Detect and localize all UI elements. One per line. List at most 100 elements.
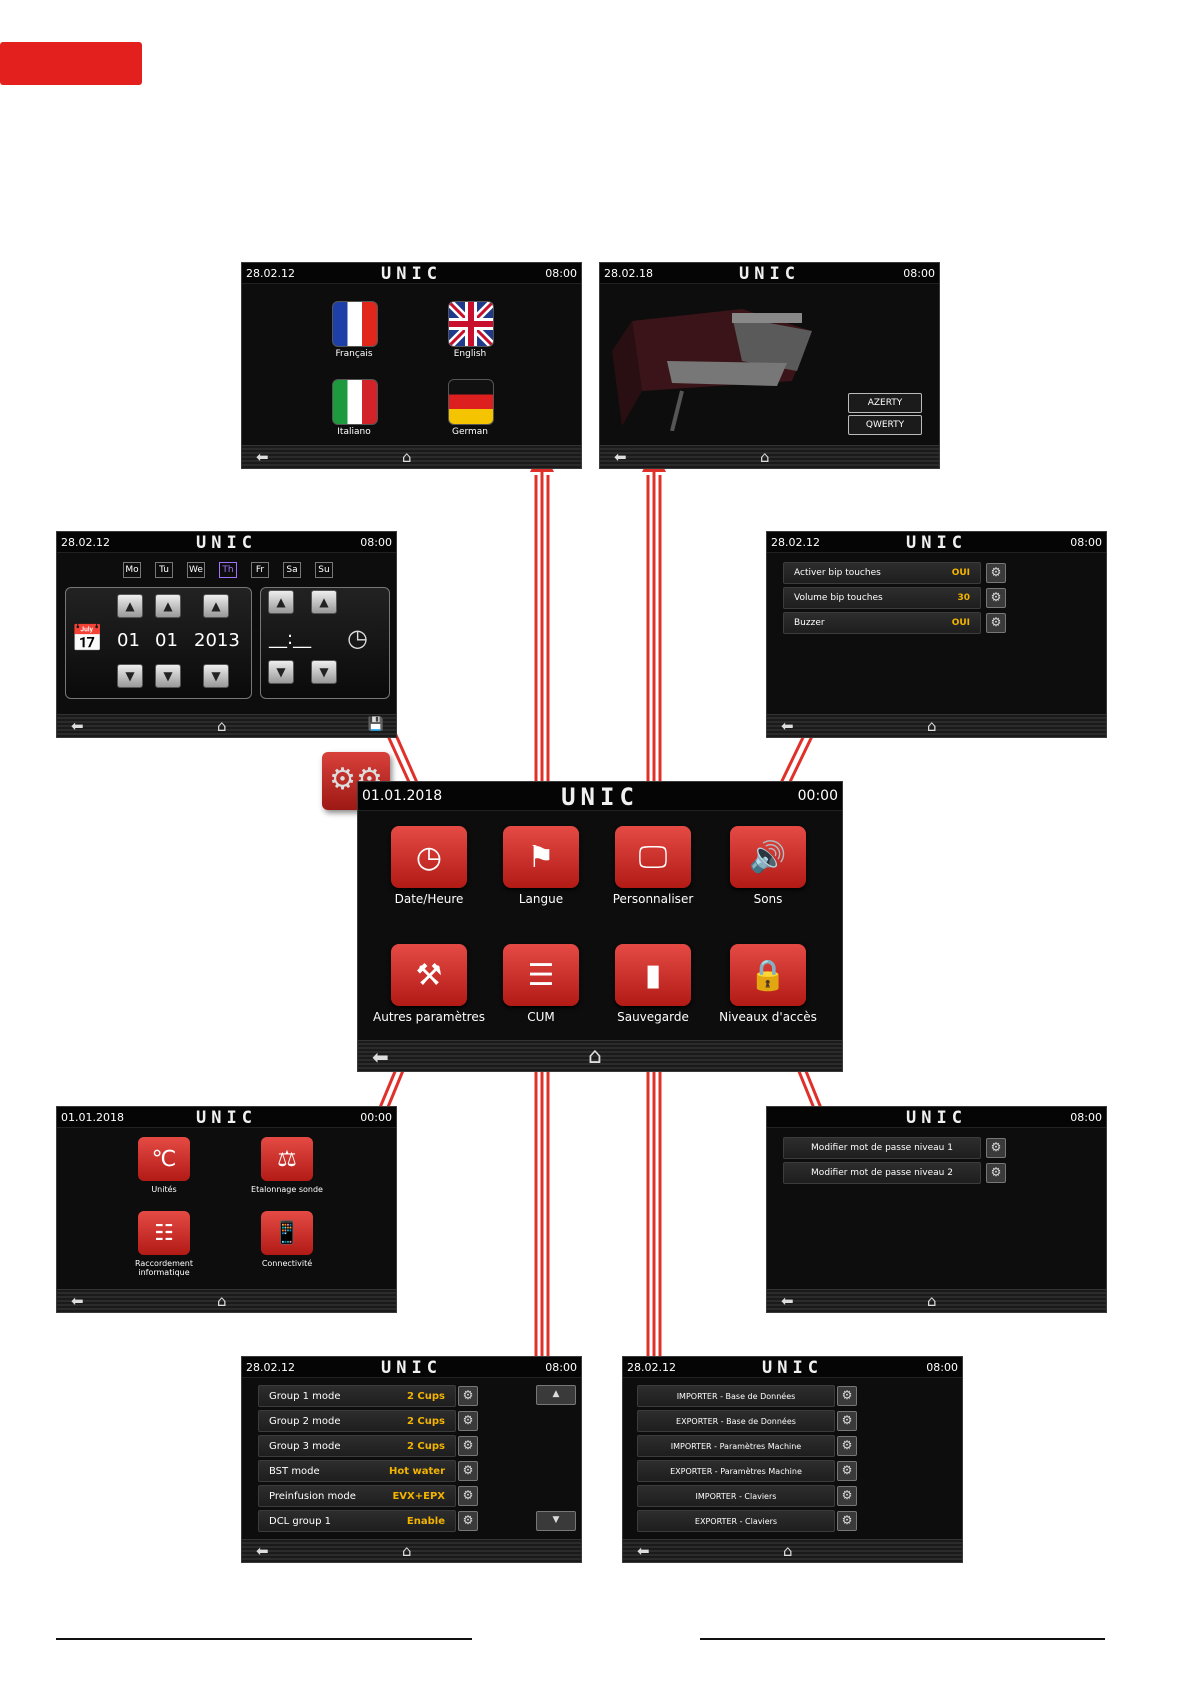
gear-icon[interactable]: ⚙ <box>458 1386 478 1406</box>
home-icon[interactable]: ⌂ <box>217 1292 227 1310</box>
home-icon[interactable]: ⌂ <box>402 448 412 466</box>
gear-icon[interactable]: ⚙ <box>986 1138 1006 1158</box>
back-icon[interactable]: ⬅ <box>637 1542 650 1560</box>
temperature-units-icon[interactable]: ℃ <box>138 1137 190 1181</box>
row-label: IMPORTER - Paramètres Machine <box>670 1441 802 1451</box>
gear-icon[interactable]: ⚙ <box>458 1486 478 1506</box>
langue-button[interactable]: ⚑ <box>503 826 579 888</box>
sound-row[interactable]: Activer bip touches OUI <box>783 562 981 584</box>
save-icon[interactable]: 💾 <box>367 717 384 732</box>
hour-up-button[interactable]: ▲ <box>268 590 294 614</box>
day-fr[interactable]: Fr <box>251 562 269 578</box>
footer-line-left <box>56 1638 472 1640</box>
day-down-button[interactable]: ▼ <box>117 664 143 688</box>
day-tu[interactable]: Tu <box>155 562 173 578</box>
gear-icon[interactable]: ⚙ <box>837 1461 857 1481</box>
cum-row[interactable]: DCL group 1 Enable <box>258 1510 456 1532</box>
hour-down-button[interactable]: ▼ <box>268 660 294 684</box>
sauvegarde-button[interactable]: ▮ <box>615 944 691 1006</box>
day-up-button[interactable]: ▲ <box>117 594 143 618</box>
gear-icon[interactable]: ⚙ <box>986 588 1006 608</box>
gear-icon[interactable]: ⚙ <box>837 1486 857 1506</box>
connectivity-icon[interactable]: 📱 <box>261 1211 313 1255</box>
day-th[interactable]: Th <box>219 562 237 578</box>
cum-row[interactable]: BST mode Hot water <box>258 1460 456 1482</box>
status-bar: 28.02.12 08:00 <box>242 263 581 284</box>
backup-row[interactable]: IMPORTER - Paramètres Machine <box>637 1435 835 1457</box>
personnaliser-button[interactable]: 🖵 <box>615 826 691 888</box>
azerty-button[interactable]: AZERTY <box>848 393 922 413</box>
home-icon[interactable]: ⌂ <box>783 1542 793 1560</box>
home-icon[interactable]: ⌂ <box>588 1044 602 1069</box>
home-icon[interactable]: ⌂ <box>760 448 770 466</box>
back-icon[interactable]: ⬅ <box>781 1292 794 1310</box>
bottom-bar: ⬅ ⌂ <box>767 1289 1106 1312</box>
gear-icon[interactable]: ⚙ <box>458 1461 478 1481</box>
back-icon[interactable]: ⬅ <box>71 1292 84 1310</box>
year-down-button[interactable]: ▼ <box>203 664 229 688</box>
sons-button[interactable]: 🔊 <box>730 826 806 888</box>
back-icon[interactable]: ⬅ <box>256 448 269 466</box>
back-icon[interactable]: ⬅ <box>372 1045 389 1069</box>
month-down-button[interactable]: ▼ <box>155 664 181 688</box>
cum-button[interactable]: ☰ <box>503 944 579 1006</box>
minute-down-button[interactable]: ▼ <box>311 660 337 684</box>
qwerty-button[interactable]: QWERTY <box>848 415 922 435</box>
home-icon[interactable]: ⌂ <box>402 1542 412 1560</box>
probe-calibration-icon[interactable]: ⚖ <box>261 1137 313 1181</box>
network-port-icon[interactable]: ☷ <box>138 1211 190 1255</box>
gear-icon[interactable]: ⚙ <box>837 1511 857 1531</box>
backup-row[interactable]: IMPORTER - Base de Données <box>637 1385 835 1407</box>
gear-icon[interactable]: ⚙ <box>837 1436 857 1456</box>
uk-flag-icon[interactable] <box>448 301 494 347</box>
gear-icon[interactable]: ⚙ <box>986 563 1006 583</box>
gear-icon[interactable]: ⚙ <box>986 613 1006 633</box>
year-up-button[interactable]: ▲ <box>203 594 229 618</box>
back-icon[interactable]: ⬅ <box>781 717 794 735</box>
day-mo[interactable]: Mo <box>123 562 141 578</box>
gear-icon[interactable]: ⚙ <box>458 1511 478 1531</box>
back-icon[interactable]: ⬅ <box>614 448 627 466</box>
backup-row[interactable]: IMPORTER - Claviers <box>637 1485 835 1507</box>
back-icon[interactable]: ⬅ <box>71 717 84 735</box>
bottom-bar: ⬅ ⌂ <box>623 1539 962 1562</box>
home-icon[interactable]: ⌂ <box>927 1292 937 1310</box>
scroll-down-icon[interactable]: ▼ <box>536 1511 576 1531</box>
fr-flag-icon[interactable] <box>332 301 378 347</box>
sound-row[interactable]: Buzzer OUI <box>783 612 981 634</box>
date-label: 28.02.12 <box>771 535 820 549</box>
backup-row[interactable]: EXPORTER - Base de Données <box>637 1410 835 1432</box>
day-we[interactable]: We <box>187 562 205 578</box>
backup-row[interactable]: EXPORTER - Paramètres Machine <box>637 1460 835 1482</box>
backup-row[interactable]: EXPORTER - Claviers <box>637 1510 835 1532</box>
day-sa[interactable]: Sa <box>283 562 301 578</box>
back-icon[interactable]: ⬅ <box>256 1542 269 1560</box>
month-up-button[interactable]: ▲ <box>155 594 181 618</box>
gear-icon[interactable]: ⚙ <box>837 1411 857 1431</box>
password-row[interactable]: Modifier mot de passe niveau 2 <box>783 1162 981 1184</box>
day-su[interactable]: Su <box>315 562 333 578</box>
home-icon[interactable]: ⌂ <box>927 717 937 735</box>
gear-icon[interactable]: ⚙ <box>837 1386 857 1406</box>
date-label: 28.02.12 <box>246 1360 295 1374</box>
sound-row[interactable]: Volume bip touches 30 <box>783 587 981 609</box>
cum-row[interactable]: Preinfusion mode EVX+EPX <box>258 1485 456 1507</box>
niveaux-acces-button[interactable]: 🔒 <box>730 944 806 1006</box>
bottom-bar: ⬅ ⌂ <box>242 445 581 468</box>
password-row[interactable]: Modifier mot de passe niveau 1 <box>783 1137 981 1159</box>
scroll-up-icon[interactable]: ▲ <box>536 1385 576 1405</box>
access-levels-screen: 08:00 UNIC Modifier mot de passe niveau … <box>766 1106 1107 1313</box>
autres-parametres-button[interactable]: ⚒ <box>391 944 467 1006</box>
home-icon[interactable]: ⌂ <box>217 717 227 735</box>
de-flag-icon[interactable] <box>448 379 494 425</box>
cum-row[interactable]: Group 3 mode 2 Cups <box>258 1435 456 1457</box>
gear-icon[interactable]: ⚙ <box>458 1436 478 1456</box>
cum-row[interactable]: Group 1 mode 2 Cups <box>258 1385 456 1407</box>
gear-icon[interactable]: ⚙ <box>458 1411 478 1431</box>
date-heure-button[interactable]: ◷ <box>391 826 467 888</box>
cum-row[interactable]: Group 2 mode 2 Cups <box>258 1410 456 1432</box>
minute-up-button[interactable]: ▲ <box>311 590 337 614</box>
gear-icon[interactable]: ⚙ <box>986 1163 1006 1183</box>
year-value: 2013 <box>194 630 240 651</box>
it-flag-icon[interactable] <box>332 379 378 425</box>
